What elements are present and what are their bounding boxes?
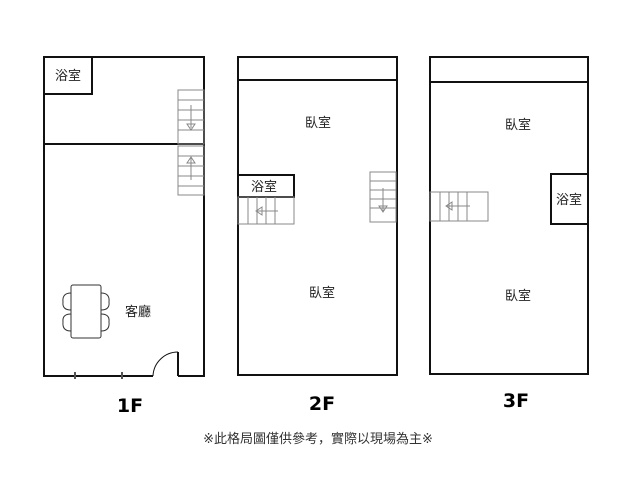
floor-label: 1F (117, 395, 143, 417)
room-label-bedroom: 臥室 (505, 288, 531, 304)
stairs-left-icon (429, 191, 489, 222)
floor-2f-outline (237, 56, 398, 376)
dining-table-icon (62, 284, 110, 339)
door-icon (152, 351, 179, 378)
floor-3f-outline (429, 56, 589, 375)
room-label-bedroom: 臥室 (305, 115, 331, 131)
stairs-left-icon (237, 196, 295, 225)
disclaimer-note: ※此格局圖僅供參考，實際以現場為主※ (203, 431, 433, 447)
stairs-up-icon (177, 145, 205, 196)
floor-label: 2F (309, 393, 335, 415)
stairs-down-icon (177, 89, 205, 145)
room-label-bedroom: 臥室 (505, 117, 531, 133)
floor-1f: 浴室 客廳 1F (43, 56, 205, 417)
room-label-bedroom: 臥室 (309, 285, 335, 301)
room-label-bathroom: 浴室 (55, 68, 81, 84)
room-label-living-room: 客廳 (125, 304, 151, 320)
bathroom-1f (43, 56, 93, 95)
room-label-bathroom: 浴室 (556, 192, 582, 208)
floor-1f-outline (43, 56, 205, 377)
stairs-down-icon (369, 171, 397, 223)
floor-label: 3F (503, 390, 529, 412)
floor-2f: 臥室 浴室 臥室 2F (237, 56, 398, 415)
window-mark (74, 372, 76, 379)
room-label-bathroom: 浴室 (251, 179, 277, 195)
window-mark (121, 372, 123, 379)
floor-3f: 臥室 浴室 臥室 3F (429, 56, 589, 412)
bathroom-3f (550, 173, 589, 225)
